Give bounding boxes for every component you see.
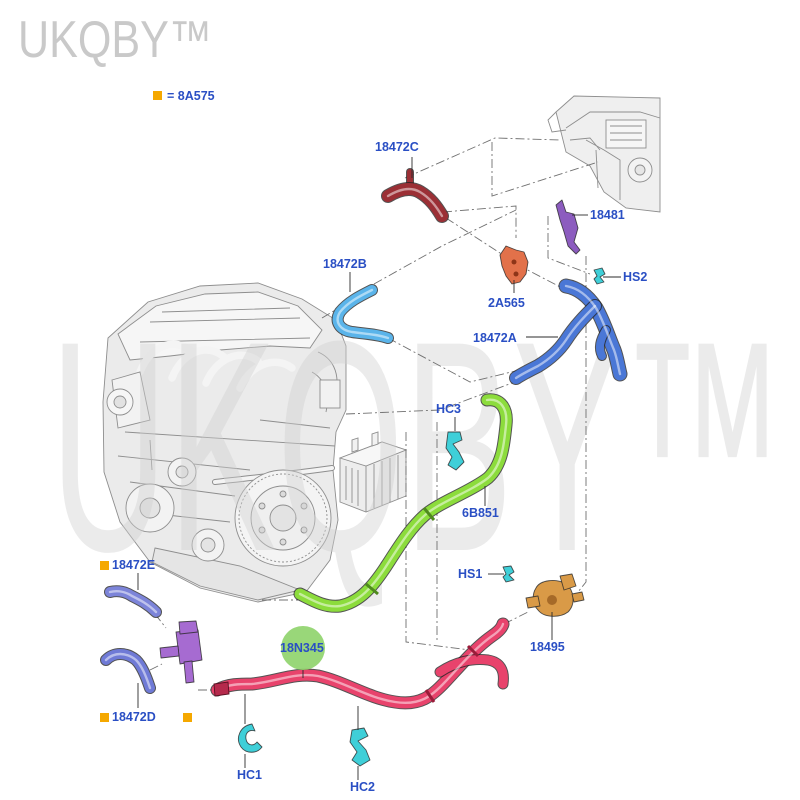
legend-marker <box>153 91 162 100</box>
hose-18n345 <box>214 624 503 703</box>
highlight-18n345 <box>281 626 325 670</box>
hose-18n345-fitting <box>213 681 230 697</box>
clip-hc2 <box>349 727 371 767</box>
center-watermark: UKQBY™ <box>50 278 785 614</box>
top-right-component <box>547 95 661 213</box>
label-18481: 18481 <box>590 208 625 222</box>
bracket-2a565-body <box>499 245 529 285</box>
valve-purple <box>159 620 203 684</box>
valve-purple-cap <box>178 620 199 635</box>
hose-18n345-clamp <box>424 689 436 703</box>
bracket-2a565-hole <box>511 259 517 265</box>
label-18495: 18495 <box>530 640 565 654</box>
hose-6b851 <box>300 400 506 607</box>
corner-watermark: UKQBY™ <box>18 11 212 69</box>
hose-6b851-clamp <box>365 582 379 596</box>
valve-18495-outlet <box>571 591 585 603</box>
valve-purple-outlet <box>183 660 195 684</box>
legend: = 8A575 <box>153 89 215 103</box>
label-18472b: 18472B <box>323 257 367 271</box>
callout-labels: 18472C 18481 HS2 18472B 2A565 18472A HC3… <box>112 140 647 794</box>
legend-text: = 8A575 <box>167 89 215 103</box>
label-18472a: 18472A <box>473 331 517 345</box>
label-hs1: HS1 <box>458 567 482 581</box>
marker-8a575-valve <box>183 713 192 722</box>
label-18472c: 18472C <box>375 140 419 154</box>
hose-18472c <box>388 172 442 216</box>
valve-purple-body <box>175 629 203 665</box>
valve-18495-port <box>547 595 557 605</box>
marker-8a575-18472e <box>100 561 109 570</box>
label-18472d: 18472D <box>112 710 156 724</box>
label-18n345: 18N345 <box>280 641 324 655</box>
label-2a565: 2A565 <box>488 296 525 310</box>
hose-6b851-clamp <box>422 507 436 521</box>
bracket-2a565 <box>499 245 529 285</box>
clip-hs1 <box>502 565 515 583</box>
bracket-2a565-hole <box>513 271 519 277</box>
valve-18495 <box>525 573 585 617</box>
valve-18495-inlet <box>525 595 541 609</box>
hose-18n345-clamp <box>466 644 480 658</box>
label-18472e: 18472E <box>112 558 155 572</box>
engine-illustration <box>102 282 347 603</box>
hose-18472d <box>106 654 150 688</box>
leader-lines <box>137 157 621 780</box>
bracket-18481 <box>555 199 581 255</box>
valve-purple-inlet <box>159 645 180 659</box>
label-hc1: HC1 <box>237 768 262 782</box>
label-hc3: HC3 <box>436 402 461 416</box>
label-6b851: 6B851 <box>462 506 499 520</box>
clip-hc1 <box>238 723 263 753</box>
valve-18495-top <box>559 573 577 591</box>
marker-8a575-18472d <box>100 713 109 722</box>
label-hs2: HS2 <box>623 270 647 284</box>
clip-hc3 <box>445 431 465 471</box>
label-hc2: HC2 <box>350 780 375 794</box>
clip-hs2 <box>593 267 606 285</box>
